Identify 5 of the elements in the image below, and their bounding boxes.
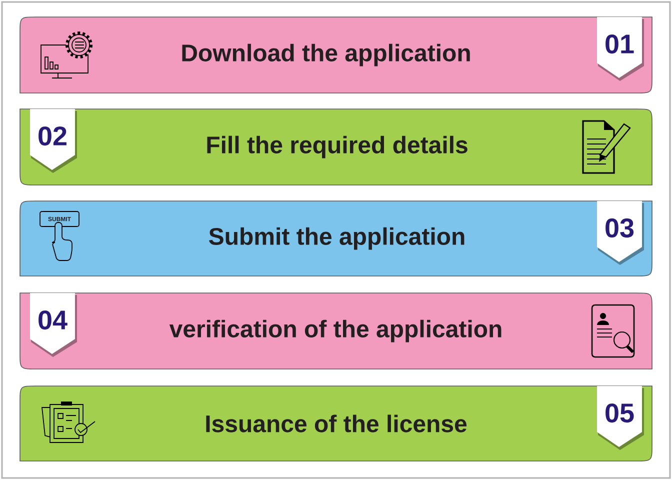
step-number-badge: 02 xyxy=(30,109,77,173)
step-number-badge: 04 xyxy=(30,293,77,357)
step-number-badge: 03 xyxy=(597,201,644,265)
step-number-badge: 01 xyxy=(597,17,644,81)
step-number-badge: 05 xyxy=(597,386,644,450)
